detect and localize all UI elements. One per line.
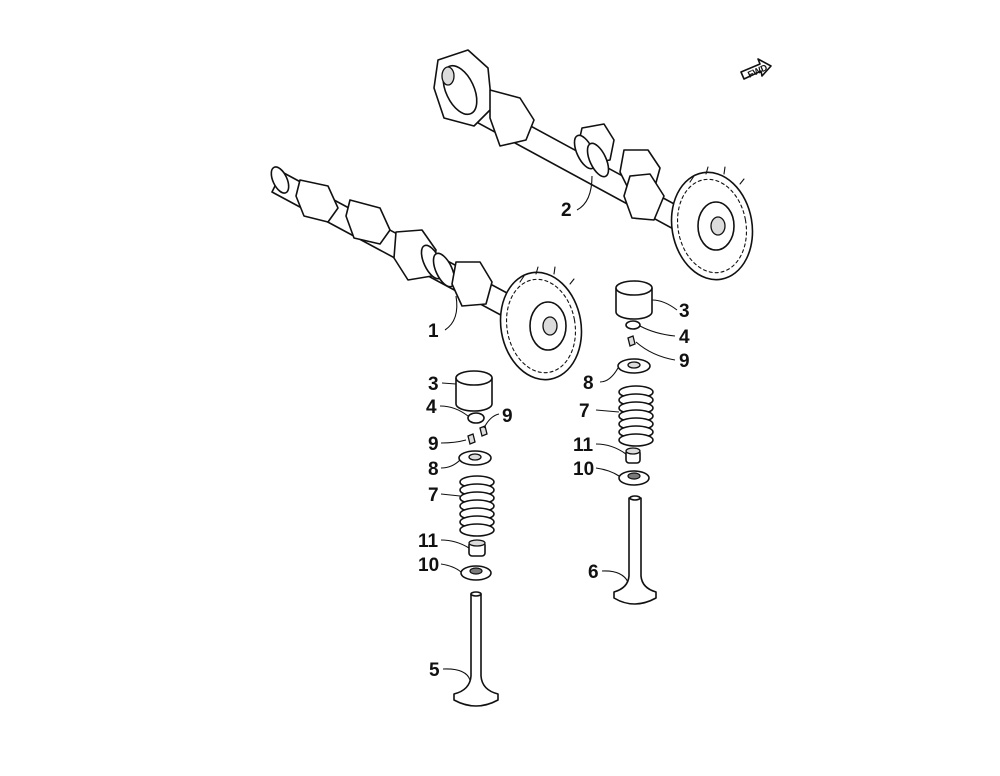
shim-4-left: [467, 412, 485, 424]
left-valve-stack: [453, 370, 499, 707]
callout-7-left: 7: [428, 485, 439, 506]
cotter-9-left-b: [467, 433, 476, 445]
callout-5: 5: [429, 660, 440, 681]
cotter-9-left-a: [479, 425, 488, 437]
seat-10-left: [460, 565, 492, 581]
seal-11-right: [625, 447, 641, 464]
callout-11-right: 11: [573, 435, 594, 456]
callout-9-right: 9: [679, 351, 690, 372]
retainer-8-left: [458, 450, 492, 466]
callout-3-right: 3: [679, 301, 690, 322]
shim-4-right: [625, 320, 641, 330]
callout-labels: 1 2 3 4 9 9 8 7 11 10 5 3 4 9 8 7 11 10 …: [418, 200, 690, 681]
callout-10-right: 10: [573, 459, 594, 480]
callout-3-left: 3: [428, 374, 439, 395]
tappet-3-right: [615, 280, 653, 320]
callout-7-right: 7: [579, 401, 590, 422]
callout-4-left: 4: [426, 397, 437, 418]
right-valve-stack: [613, 280, 657, 605]
callout-10-left: 10: [418, 555, 439, 576]
callout-1: 1: [428, 321, 439, 342]
spring-7-left: [459, 475, 495, 537]
valve-5: [453, 591, 499, 707]
camshaft-2: [433, 49, 754, 281]
seat-10-right: [618, 470, 650, 486]
callout-8-left: 8: [428, 459, 439, 480]
seal-11-left: [468, 539, 486, 557]
spring-7-right: [618, 385, 654, 447]
cotter-9-right: [627, 335, 636, 347]
camshaft-1: [270, 166, 583, 381]
callout-9-left-b: 9: [428, 434, 439, 455]
fwd-label: FWD: [746, 62, 769, 80]
tappet-3-left: [455, 370, 493, 412]
fwd-arrow-icon: FWD: [740, 58, 772, 80]
callout-4-right: 4: [679, 327, 690, 348]
retainer-8-right: [617, 358, 651, 374]
callout-9-left-a: 9: [502, 406, 513, 427]
valve-6: [613, 495, 657, 605]
callout-6: 6: [588, 562, 599, 583]
callout-2: 2: [561, 200, 572, 221]
leader-lines: [439, 175, 678, 681]
callout-8-right: 8: [583, 373, 594, 394]
callout-11-left: 11: [418, 531, 439, 552]
